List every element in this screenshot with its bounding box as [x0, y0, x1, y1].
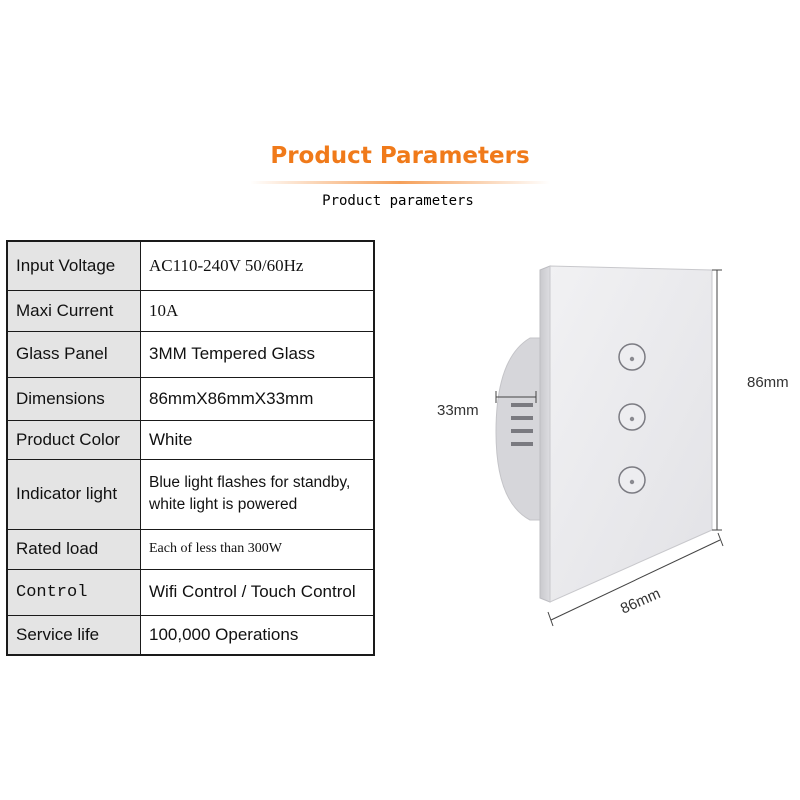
spec-label: Rated load	[6, 528, 141, 570]
spec-label: Product Color	[6, 419, 141, 460]
spec-value: 10A	[140, 289, 375, 332]
width-dimension	[547, 532, 724, 627]
table-row: Rated load Each of less than 300W	[6, 528, 375, 570]
spec-value: AC110-240V 50/60Hz	[140, 240, 375, 291]
spec-label: Dimensions	[6, 376, 141, 421]
spec-label: Input Voltage	[6, 240, 141, 291]
table-row: Dimensions 86mmX86mmX33mm	[6, 376, 375, 421]
title-underline	[250, 181, 550, 184]
spec-label: Maxi Current	[6, 289, 141, 332]
table-row: Glass Panel 3MM Tempered Glass	[6, 330, 375, 378]
table-row: Product Color White	[6, 419, 375, 460]
table-row: Indicator light Blue light flashes for s…	[6, 458, 375, 530]
table-row: Service life 100,000 Operations	[6, 614, 375, 656]
depth-label: 33mm	[437, 402, 479, 419]
touch-button	[618, 343, 646, 371]
vent-slots	[511, 403, 533, 446]
height-dimension	[712, 269, 722, 531]
touch-button	[618, 403, 646, 431]
switch-illustration	[495, 265, 724, 627]
table-row: Control Wifi Control / Touch Control	[6, 568, 375, 616]
spec-value: 3MM Tempered Glass	[140, 330, 375, 378]
spec-value: Blue light flashes for standby, white li…	[140, 458, 375, 530]
page-title: Product Parameters	[270, 143, 530, 169]
spec-value: 100,000 Operations	[140, 614, 375, 656]
table-row: Input Voltage AC110-240V 50/60Hz	[6, 240, 375, 291]
spec-label: Service life	[6, 614, 141, 656]
spec-value: Wifi Control / Touch Control	[140, 568, 375, 616]
spec-value: White	[140, 419, 375, 460]
spec-label: Glass Panel	[6, 330, 141, 378]
spec-label: Indicator light	[6, 458, 141, 530]
page-subtitle: Product parameters	[322, 193, 474, 209]
spec-value: Each of less than 300W	[140, 528, 375, 570]
depth-dimension	[495, 391, 537, 403]
spec-value: 86mmX86mmX33mm	[140, 376, 375, 421]
height-label: 86mm	[747, 374, 789, 391]
spec-label: Control	[6, 568, 141, 616]
table-row: Maxi Current 10A	[6, 289, 375, 332]
touch-button	[618, 466, 646, 494]
product-diagram: 33mm 86mm 86mm	[400, 240, 800, 660]
spec-table: Input Voltage AC110-240V 50/60Hz Maxi Cu…	[6, 240, 375, 656]
